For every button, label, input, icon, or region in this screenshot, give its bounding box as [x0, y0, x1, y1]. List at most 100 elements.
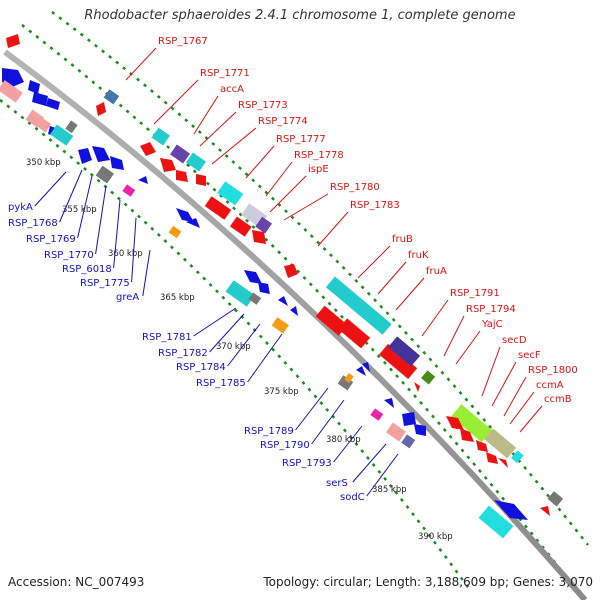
- gene-box: [421, 370, 436, 385]
- gene-arrow: [278, 296, 288, 306]
- inner-leader-line: [333, 425, 363, 463]
- gene-box: [122, 184, 136, 197]
- gene-label-inner: RSP_1781: [142, 332, 192, 343]
- gene-arrow: [176, 208, 194, 222]
- gene-box: [255, 216, 272, 234]
- map-title: Rhodobacter sphaeroides 2.4.1 chromosome…: [84, 8, 516, 23]
- gene-box: [25, 109, 44, 128]
- gene-label-outer: RSP_1778: [294, 150, 344, 161]
- inner-leader-line: [247, 333, 283, 383]
- gene-box: [511, 450, 524, 464]
- outer-leader-line: [377, 261, 407, 295]
- gene-arrow: [140, 142, 156, 156]
- inner-leader-line: [352, 443, 387, 483]
- inner-leader-line: [142, 249, 151, 297]
- outer-leader-line: [455, 330, 481, 365]
- gene-label-outer: secF: [518, 350, 541, 361]
- outer-leader-line: [153, 79, 199, 125]
- scale-tick-label: 390 kbp: [418, 532, 453, 542]
- gene-box: [50, 124, 74, 146]
- gene-box: [344, 373, 354, 383]
- gene-arrow: [414, 424, 426, 436]
- gene-features: [0, 34, 564, 539]
- scale-tick-label: 370 kbp: [216, 342, 251, 352]
- gene-arrow: [28, 80, 40, 94]
- gene-arrow: [96, 102, 106, 116]
- gene-label-outer: YajC: [481, 319, 503, 330]
- inner-leader-line: [131, 217, 137, 283]
- gene-label-inner: RSP_1790: [260, 440, 310, 451]
- gene-label-inner: sodC: [340, 492, 365, 503]
- gene-arrow: [362, 362, 370, 372]
- outer-leader-line: [481, 346, 501, 397]
- gene-label-outer: RSP_1783: [350, 200, 400, 211]
- inner-leader-line: [366, 453, 399, 497]
- gene-arrow: [32, 92, 48, 106]
- gene-label-inner: RSP_1775: [80, 278, 130, 289]
- gene-box: [484, 428, 517, 459]
- inner-leader-line: [227, 323, 261, 367]
- inner-leader-line: [34, 171, 67, 207]
- gene-arrow: [110, 156, 124, 170]
- gene-arrow: [476, 440, 488, 452]
- gene-arrow: [402, 412, 416, 426]
- gene-label-outer: RSP_1777: [276, 134, 326, 145]
- gene-label-outer: RSP_1767: [158, 36, 208, 47]
- gene-arrow: [540, 506, 550, 516]
- gene-arrow: [290, 306, 298, 316]
- gene-arrow: [486, 452, 498, 464]
- gene-label-outer: ccmB: [544, 394, 572, 405]
- gene-arrow: [244, 270, 262, 284]
- gene-box: [230, 216, 252, 237]
- gene-box: [338, 318, 371, 349]
- outer-leader-line: [443, 315, 465, 357]
- outer-leader-line: [491, 361, 517, 407]
- gene-label-outer: fruK: [408, 250, 429, 261]
- gene-label-inner: RSP_1785: [196, 378, 246, 389]
- outer-leader-line: [519, 405, 543, 433]
- gene-arrow: [252, 230, 266, 244]
- scale-tick-label: 360 kbp: [108, 249, 143, 259]
- outer-leader-line: [421, 299, 449, 337]
- genome-stats-text: Topology: circular; Length: 3,188,609 bp…: [263, 575, 593, 589]
- gene-box: [37, 118, 52, 133]
- scale-tick-label: 385 kbp: [372, 485, 407, 495]
- gene-arrow: [460, 428, 474, 442]
- gene-label-outer: RSP_1791: [450, 288, 500, 299]
- gene-label-inner: serS: [326, 478, 348, 489]
- outer-leader-line: [125, 47, 157, 81]
- outer-leader-line: [395, 277, 425, 311]
- gene-label-outer: ccmA: [536, 380, 564, 391]
- outer-leader-line: [357, 245, 391, 279]
- gene-box: [337, 375, 354, 391]
- outer-leader-line: [193, 95, 219, 135]
- inner-labels: pykARSP_1768RSP_1769RSP_1770RSP_6018RSP_…: [8, 169, 399, 503]
- gene-box: [168, 225, 182, 239]
- gene-box: [151, 127, 170, 146]
- inner-leader-line: [209, 313, 245, 353]
- gene-arrow: [196, 174, 206, 186]
- gene-box: [248, 292, 262, 305]
- gene-label-outer: fruA: [426, 266, 447, 277]
- gene-box: [370, 408, 384, 421]
- gene-box: [478, 505, 514, 539]
- outer-leader-line: [199, 111, 237, 147]
- gene-arrow: [414, 382, 420, 392]
- outer-leader-line: [317, 211, 349, 247]
- scale-tick-label: 380 kbp: [326, 435, 361, 445]
- gene-label-outer: accA: [220, 84, 244, 95]
- gene-label-inner: greA: [116, 292, 139, 303]
- gene-box: [379, 343, 418, 379]
- outer-leader-line: [245, 145, 275, 179]
- outer-leader-line: [265, 161, 293, 197]
- gene-arrow: [160, 158, 176, 172]
- gene-arrow: [138, 176, 148, 184]
- gene-label-outer: ispE: [308, 164, 329, 175]
- inner-leader-line: [113, 199, 121, 269]
- gene-label-outer: RSP_1800: [528, 365, 578, 376]
- scale-tick-label: 355 kbp: [62, 205, 97, 215]
- outer-leader-line: [211, 127, 257, 165]
- gene-label-outer: secD: [502, 335, 527, 346]
- gene-box: [103, 89, 120, 105]
- inner-leader-line: [77, 175, 93, 239]
